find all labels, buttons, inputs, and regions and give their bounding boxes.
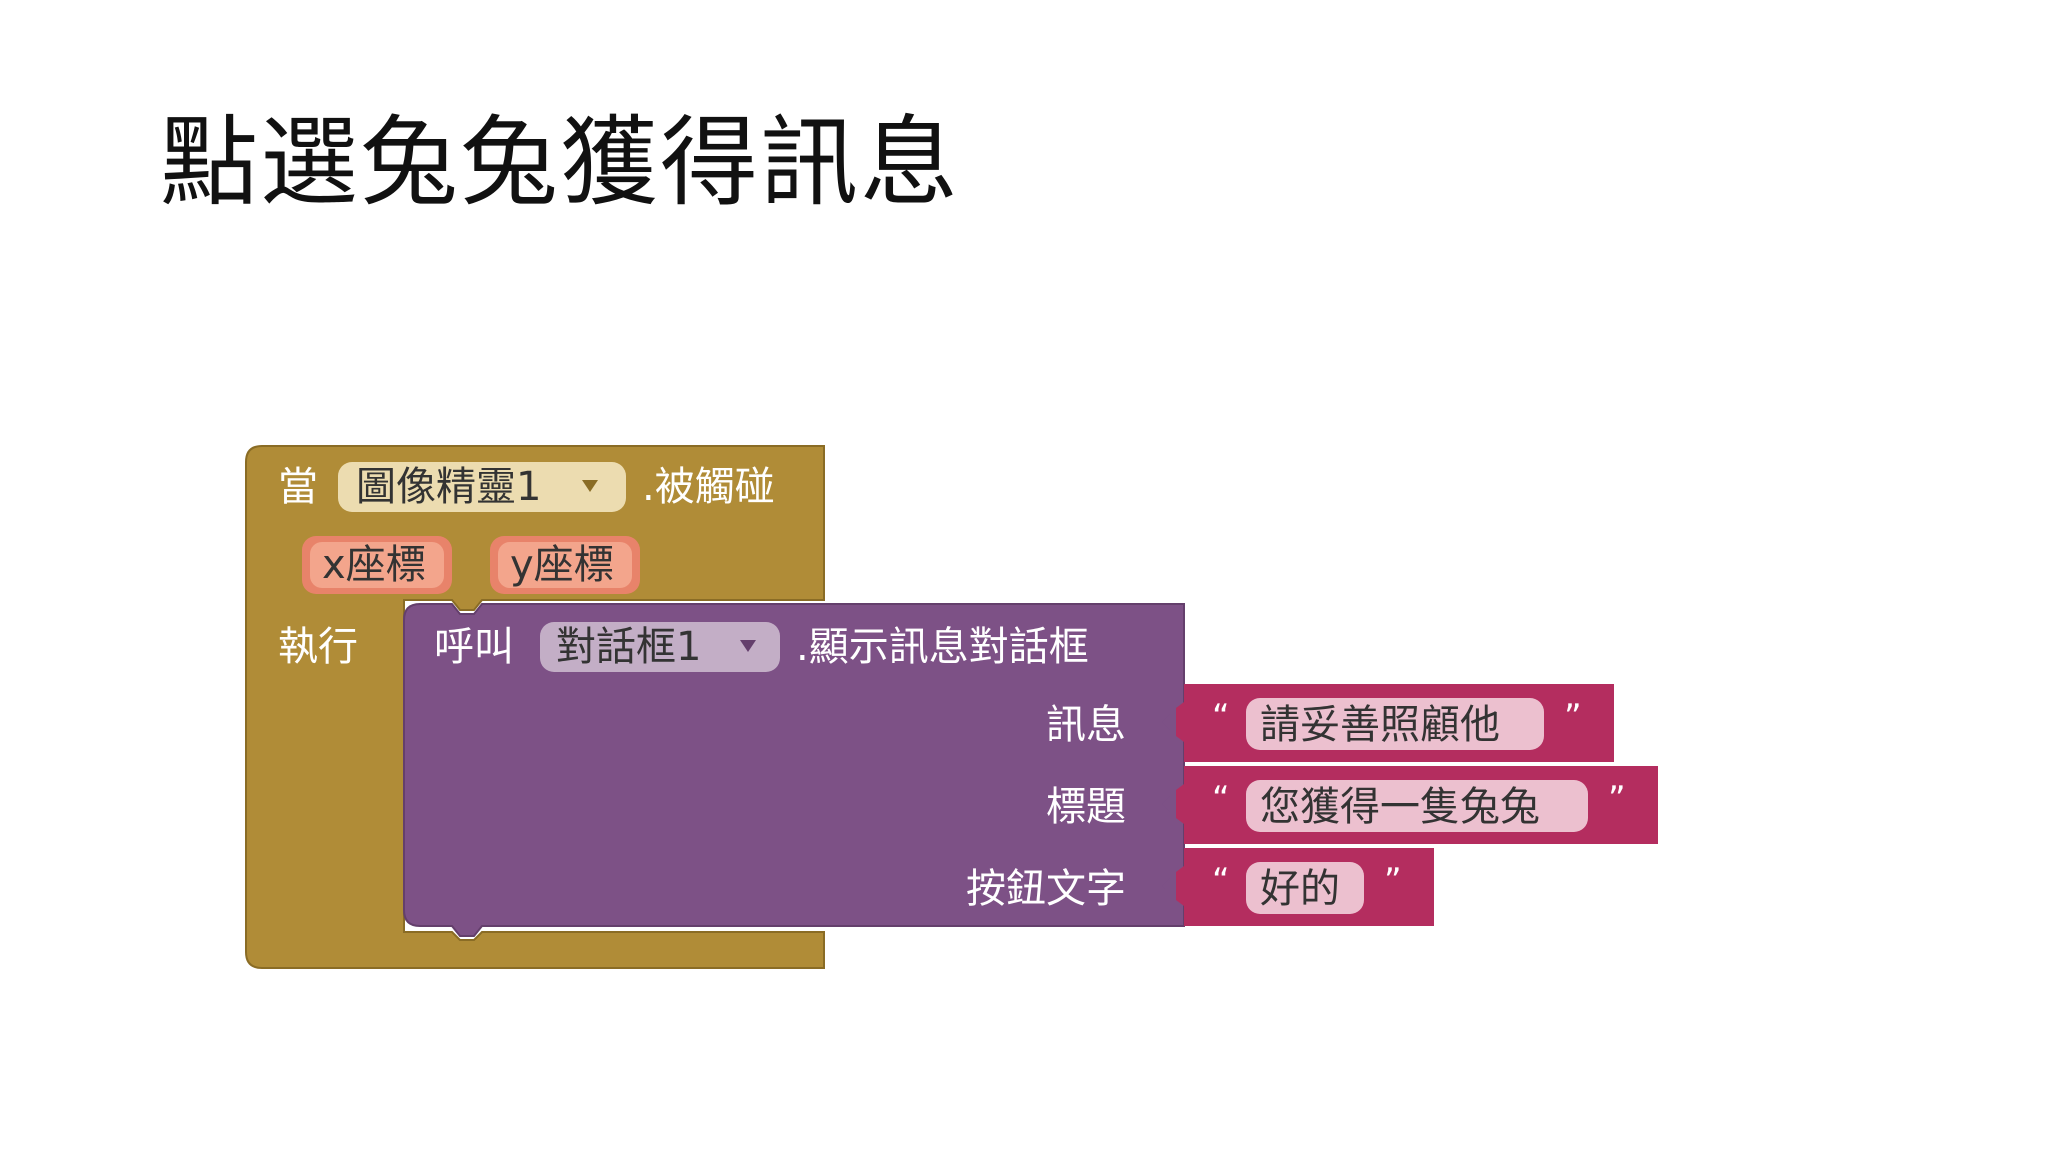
- open-quote: “: [1212, 779, 1230, 819]
- method-name-label: .顯示訊息對話框: [796, 624, 1089, 670]
- text-value: 請妥善照顧他: [1260, 702, 1500, 748]
- text-value: 好的: [1260, 866, 1340, 912]
- slide-title: 點選兔兔獲得訊息: [160, 106, 961, 220]
- notifier-dropdown-label: 對話框1: [556, 624, 701, 670]
- triangle-down-icon: [740, 640, 756, 652]
- call-block[interactable]: 呼叫 對話框1 .顯示訊息對話框 訊息 標題 按鈕文字: [403, 603, 1185, 937]
- arg-label-title: 標題: [1046, 784, 1126, 830]
- event-block[interactable]: 當 圖像精靈1 .被觸碰 x座標 y座標 執行: [245, 445, 825, 969]
- when-label: 當: [278, 464, 318, 510]
- text-block-title[interactable]: “ 您獲得一隻兔兔 ”: [1176, 766, 1658, 844]
- param-chip-x[interactable]: x座標: [302, 536, 452, 594]
- text-block-button[interactable]: “ 好的 ”: [1176, 848, 1434, 926]
- call-label: 呼叫: [434, 624, 514, 670]
- open-quote: “: [1212, 697, 1230, 737]
- text-value: 您獲得一隻兔兔: [1260, 784, 1540, 830]
- triangle-down-icon: [582, 480, 598, 492]
- component-dropdown-label: 圖像精靈1: [356, 464, 541, 510]
- close-quote: ”: [1608, 779, 1626, 819]
- do-label: 執行: [278, 624, 358, 670]
- event-name-label: .被觸碰: [642, 464, 775, 510]
- open-quote: “: [1212, 861, 1230, 901]
- close-quote: ”: [1384, 861, 1402, 901]
- text-block-message[interactable]: “ 請妥善照顧他 ”: [1176, 684, 1614, 762]
- param-chip-label: y座標: [510, 542, 614, 588]
- param-chip-label: x座標: [322, 542, 426, 588]
- param-chip-y[interactable]: y座標: [490, 536, 640, 594]
- component-dropdown[interactable]: 圖像精靈1: [338, 462, 626, 512]
- arg-label-message: 訊息: [1046, 702, 1126, 748]
- close-quote: ”: [1564, 697, 1582, 737]
- arg-label-button-text: 按鈕文字: [966, 866, 1126, 912]
- notifier-dropdown[interactable]: 對話框1: [540, 622, 780, 672]
